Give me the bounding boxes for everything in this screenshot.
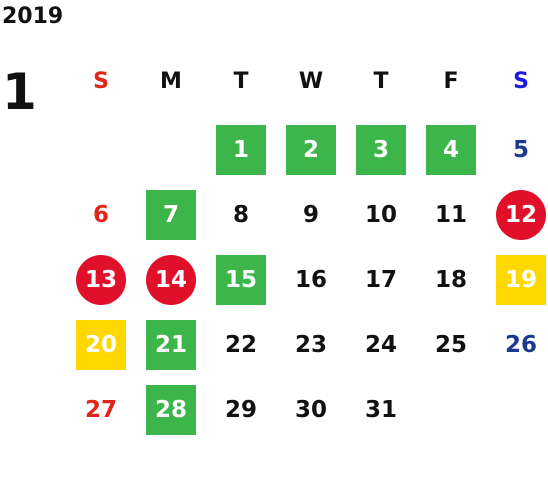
day-cell-10[interactable]: 10	[364, 202, 397, 228]
day-cell-13[interactable]: 13	[76, 255, 126, 305]
day-cell-21[interactable]: 21	[146, 320, 196, 370]
day-cell-16[interactable]: 16	[294, 267, 327, 293]
day-cell-29[interactable]: 29	[224, 397, 257, 423]
day-cell-31[interactable]: 31	[364, 397, 397, 423]
day-cell-19[interactable]: 19	[496, 255, 546, 305]
day-cell-30[interactable]: 30	[294, 397, 327, 423]
day-cell-22[interactable]: 22	[224, 332, 257, 358]
weekday-header-saturday: S	[513, 68, 529, 94]
weekday-header-monday: M	[160, 68, 182, 94]
weekday-header-wednesday: W	[298, 68, 324, 94]
day-cell-17[interactable]: 17	[364, 267, 397, 293]
day-cell-18[interactable]: 18	[434, 267, 467, 293]
day-cell-2[interactable]: 2	[286, 125, 336, 175]
day-cell-26[interactable]: 26	[504, 332, 537, 358]
day-cell-7[interactable]: 7	[146, 190, 196, 240]
day-cell-5[interactable]: 5	[512, 137, 529, 163]
day-cell-27[interactable]: 27	[84, 397, 117, 423]
day-cell-6[interactable]: 6	[92, 202, 109, 228]
day-cell-12[interactable]: 12	[496, 190, 546, 240]
day-cell-23[interactable]: 23	[294, 332, 327, 358]
year-label: 2019	[2, 4, 64, 29]
day-cell-3[interactable]: 3	[356, 125, 406, 175]
day-cell-14[interactable]: 14	[146, 255, 196, 305]
weekday-header-friday: F	[443, 68, 459, 94]
day-cell-1[interactable]: 1	[216, 125, 266, 175]
weekday-header-sunday: S	[93, 68, 109, 94]
day-cell-15[interactable]: 15	[216, 255, 266, 305]
day-cell-8[interactable]: 8	[232, 202, 249, 228]
day-cell-25[interactable]: 25	[434, 332, 467, 358]
month-label: 1	[2, 63, 37, 121]
weekday-header-thursday: T	[373, 68, 389, 94]
day-cell-11[interactable]: 11	[434, 202, 467, 228]
day-cell-9[interactable]: 9	[302, 202, 319, 228]
day-cell-20[interactable]: 20	[76, 320, 126, 370]
day-cell-4[interactable]: 4	[426, 125, 476, 175]
day-cell-28[interactable]: 28	[146, 385, 196, 435]
weekday-header-tuesday: T	[233, 68, 249, 94]
day-cell-24[interactable]: 24	[364, 332, 397, 358]
